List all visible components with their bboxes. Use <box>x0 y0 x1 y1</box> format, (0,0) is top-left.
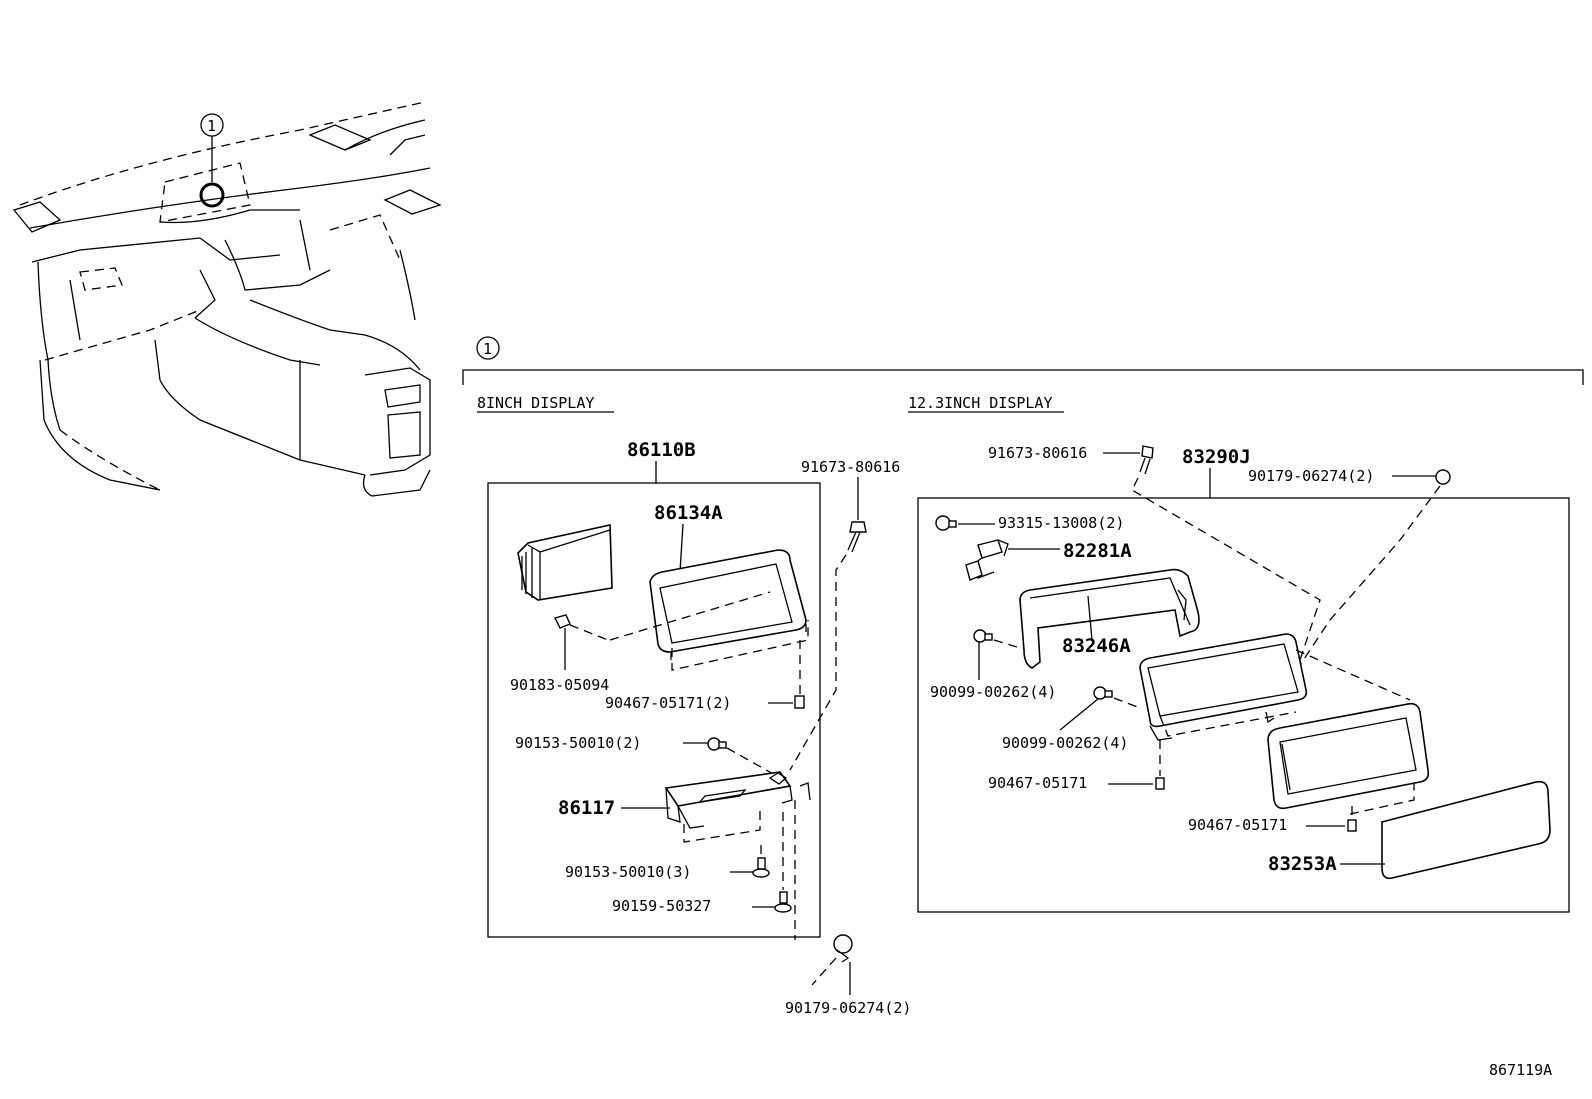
part-86117[interactable]: 86117 <box>558 797 615 819</box>
section-12inch-title: 12.3INCH DISPLAY <box>908 394 1053 412</box>
part-90099-00262-4-left[interactable]: 90099-00262(4) <box>930 683 1056 701</box>
part-90183-05094[interactable]: 90183-05094 <box>510 676 609 694</box>
part-91673-80616-12inch[interactable]: 91673-80616 <box>988 444 1087 462</box>
part-90179-06274-2-12inch[interactable]: 90179-06274(2) <box>1248 467 1374 485</box>
part-82281A[interactable]: 82281A <box>1063 540 1132 562</box>
part-90153-50010-3[interactable]: 90153-50010(3) <box>565 863 691 881</box>
group-8inch-display: 86110B 86134A 90183-05094 90467-05171(2)… <box>487 439 911 1017</box>
part-90179-06274-2-8inch[interactable]: 90179-06274(2) <box>785 999 911 1017</box>
section-8inch-title: 8INCH DISPLAY <box>477 394 594 412</box>
callout-number: 1 <box>207 117 216 135</box>
section-callout-number: 1 <box>483 340 492 358</box>
section-header: 1 8INCH DISPLAY 12.3INCH DISPLAY <box>462 336 1584 413</box>
part-90153-50010-2[interactable]: 90153-50010(2) <box>515 734 641 752</box>
part-86110B[interactable]: 86110B <box>627 439 696 461</box>
part-90467-05171-left[interactable]: 90467-05171 <box>988 774 1087 792</box>
catalog-code: 867119A <box>1489 1061 1552 1079</box>
part-93315-13008-2[interactable]: 93315-13008(2) <box>998 514 1124 532</box>
part-90467-05171-right[interactable]: 90467-05171 <box>1188 816 1287 834</box>
part-90467-05171-2[interactable]: 90467-05171(2) <box>605 694 731 712</box>
dashboard-overview: 1 <box>12 101 442 497</box>
part-91673-80616-8inch[interactable]: 91673-80616 <box>801 458 900 476</box>
part-83253A[interactable]: 83253A <box>1268 853 1337 875</box>
group-12inch-display: 91673-80616 83290J 90179-06274(2) 93315-… <box>917 444 1570 913</box>
part-83290J[interactable]: 83290J <box>1182 446 1251 468</box>
part-90099-00262-4-mid[interactable]: 90099-00262(4) <box>1002 734 1128 752</box>
part-90159-50327[interactable]: 90159-50327 <box>612 897 711 915</box>
part-83246A[interactable]: 83246A <box>1062 635 1131 657</box>
part-86134A[interactable]: 86134A <box>654 502 723 524</box>
